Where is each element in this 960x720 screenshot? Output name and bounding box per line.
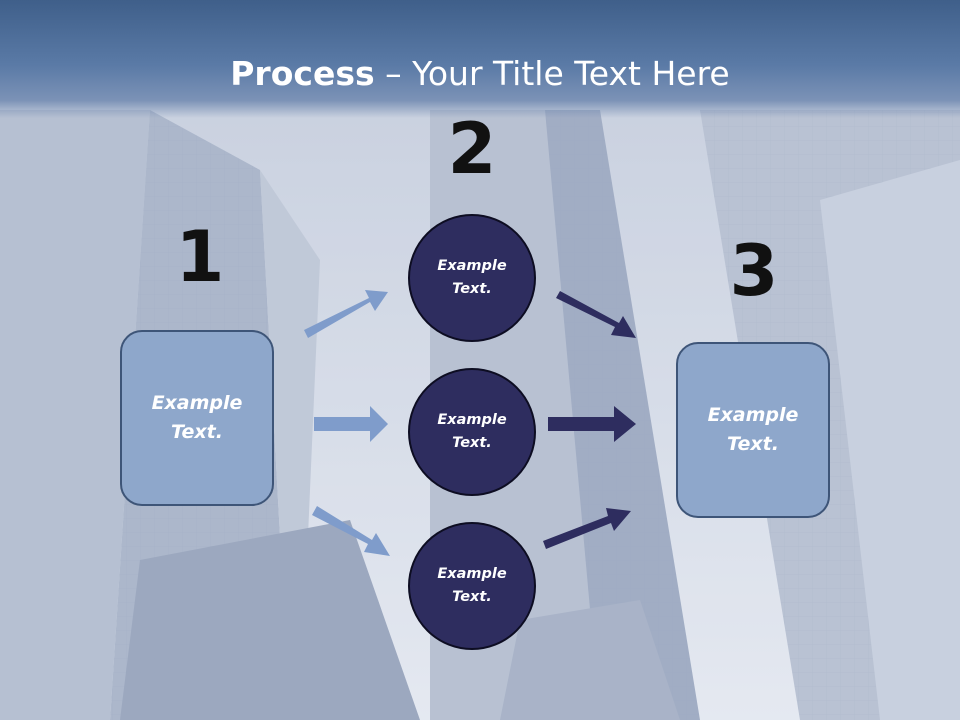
step-2-circle-top[interactable]: Example Text. <box>408 214 536 342</box>
step-3-box[interactable]: Example Text. <box>676 342 830 518</box>
step-1-number: 1 <box>175 216 225 298</box>
page-title: Process – Your Title Text Here <box>0 52 960 96</box>
step-1-box[interactable]: Example Text. <box>120 330 274 506</box>
step-3-number: 3 <box>729 230 779 312</box>
title-bold: Process <box>230 54 375 93</box>
circle-text: Example Text. <box>437 412 507 451</box>
step-1-box-text: Example Text. <box>151 392 243 443</box>
step-2-circle-bottom[interactable]: Example Text. <box>408 522 536 650</box>
title-rest: – Your Title Text Here <box>374 54 730 93</box>
step-3-box-text: Example Text. <box>707 404 799 455</box>
circle-text: Example Text. <box>437 566 507 605</box>
step-2-number: 2 <box>447 108 497 190</box>
step-2-circle-middle[interactable]: Example Text. <box>408 368 536 496</box>
title-bar <box>0 0 960 118</box>
circle-text: Example Text. <box>437 258 507 297</box>
